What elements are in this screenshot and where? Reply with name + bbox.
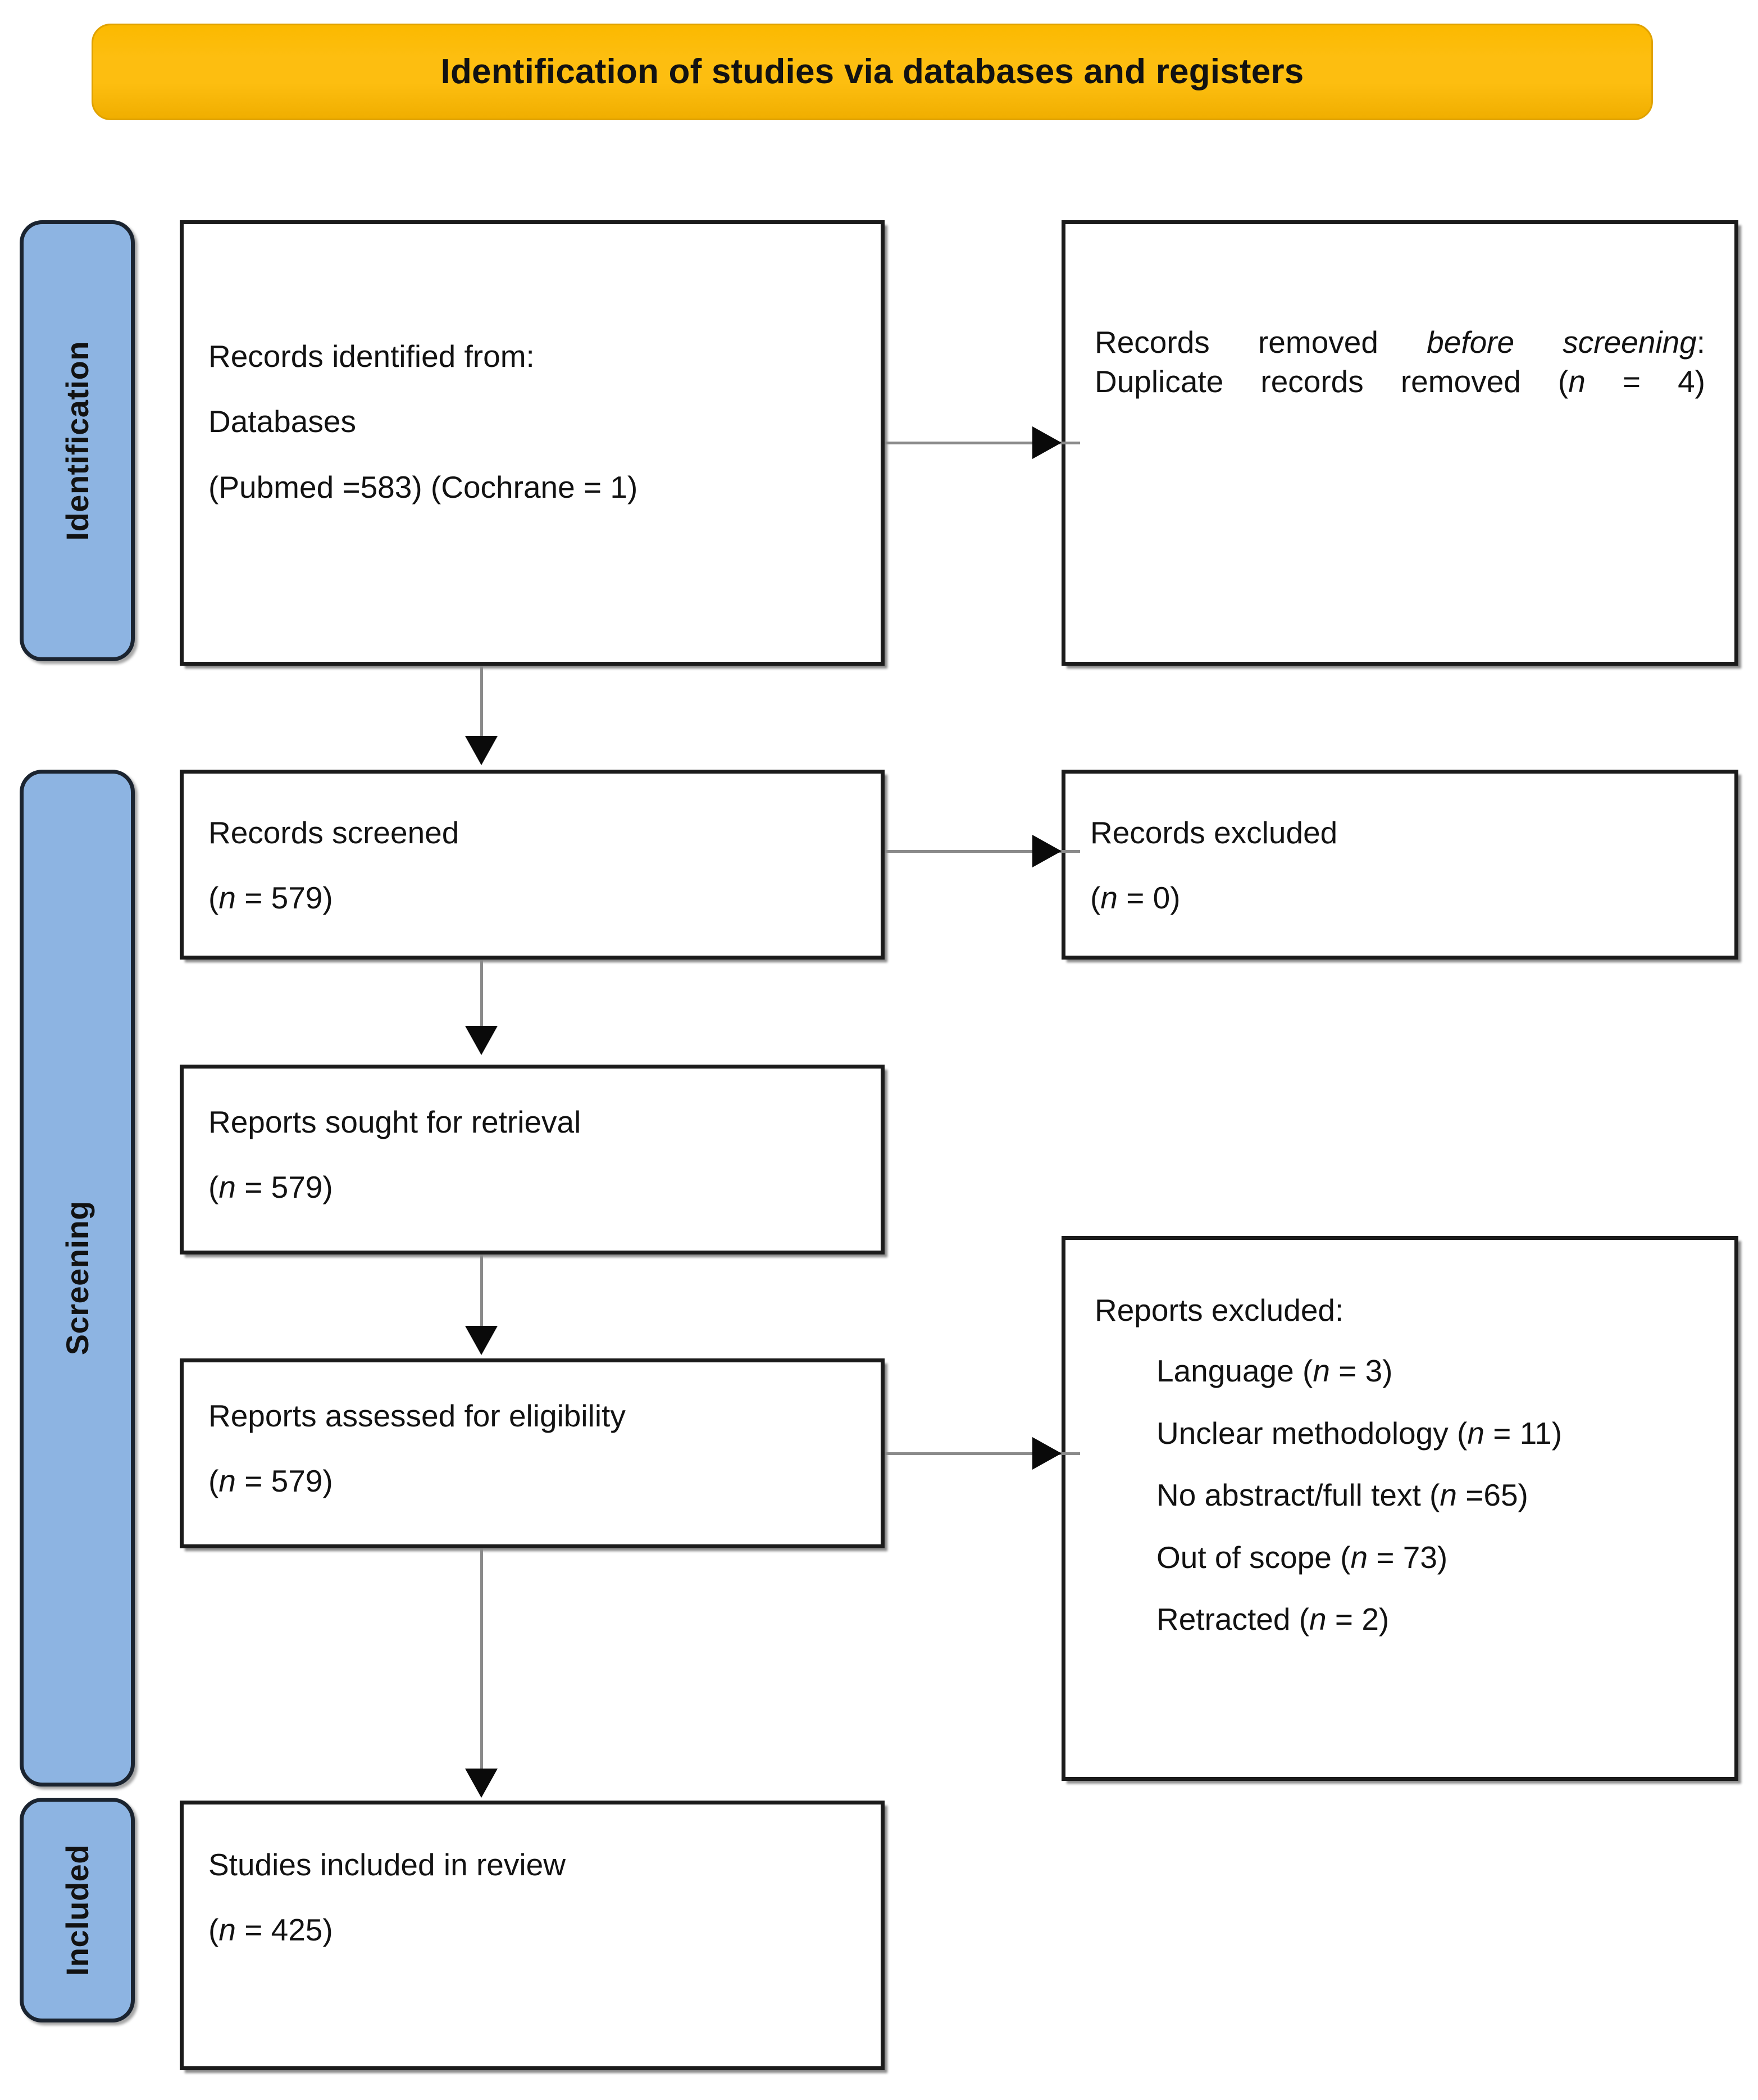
box-records-identified: Records identified from: Databases (Pubm… — [180, 220, 885, 666]
records-identified-line-1: Records identified from: — [208, 339, 535, 374]
records-identified-line-2: Databases — [208, 404, 356, 439]
arrow-screened-to-sought-head — [465, 1026, 498, 1055]
stage-label-identification: Identification — [60, 340, 95, 541]
diagram-header-banner: Identification of studies via databases … — [92, 24, 1653, 120]
arrow-identified-to-screened-head — [465, 736, 498, 765]
reports-excluded-reason-retracted: Retracted (n = 2) — [1156, 1601, 1390, 1637]
reports-excluded-reason-out-of-scope: Out of scope (n = 73) — [1156, 1539, 1448, 1575]
reports-assessed-count: (n = 579) — [208, 1463, 333, 1499]
reports-excluded-reason-unclear-methodology: Unclear methodology (n = 11) — [1156, 1415, 1563, 1451]
box-reports-assessed: Reports assessed for eligibility (n = 57… — [180, 1358, 885, 1548]
arrow-screened-to-excluded-head — [1032, 835, 1062, 867]
reports-excluded-reason-language: Language (n = 3) — [1156, 1353, 1393, 1389]
records-removed-paragraph: Records removed before screening: Duplic… — [1095, 325, 1706, 399]
reports-excluded-reason-no-abstract: No abstract/full text (n =65) — [1156, 1478, 1528, 1513]
stage-pill-screening: Screening — [20, 770, 135, 1787]
arrow-assessed-to-included-head — [465, 1769, 498, 1798]
box-studies-included: Studies included in review (n = 425) — [180, 1801, 885, 2070]
reports-excluded-title: Reports excluded: — [1095, 1293, 1344, 1328]
connector-screened-to-excluded — [885, 850, 1080, 853]
box-reports-excluded: Reports excluded: Language (n = 3) Uncle… — [1062, 1236, 1738, 1781]
box-records-screened: Records screened (n = 579) — [180, 770, 885, 960]
connector-screened-to-sought — [480, 960, 483, 1030]
stage-label-screening: Screening — [60, 1201, 95, 1356]
stage-pill-identification: Identification — [20, 220, 135, 661]
reports-assessed-label: Reports assessed for eligibility — [208, 1398, 626, 1433]
box-records-excluded: Records excluded (n = 0) — [1062, 770, 1738, 960]
reports-sought-label: Reports sought for retrieval — [208, 1104, 581, 1139]
connector-assessed-to-included — [480, 1548, 483, 1773]
stage-label-included: Included — [60, 1844, 95, 1976]
connector-sought-to-assessed — [480, 1254, 483, 1330]
records-excluded-label: Records excluded — [1090, 815, 1338, 850]
page-title: Identification of studies via databases … — [440, 52, 1304, 91]
box-reports-sought: Reports sought for retrieval (n = 579) — [180, 1065, 885, 1254]
arrow-sought-to-assessed-head — [465, 1326, 498, 1355]
box-records-removed: Records removed before screening: Duplic… — [1062, 220, 1738, 666]
records-identified-line-3: (Pubmed =583) (Cochrane = 1) — [208, 469, 638, 504]
studies-included-label: Studies included in review — [208, 1847, 566, 1882]
reports-sought-count: (n = 579) — [208, 1170, 333, 1205]
arrow-assessed-to-reports-excluded-head — [1032, 1437, 1062, 1470]
connector-identified-to-removed — [885, 442, 1080, 444]
connector-identified-to-screened — [480, 666, 483, 740]
arrow-identified-to-removed-head — [1032, 426, 1062, 459]
connector-assessed-to-reports-excluded — [885, 1452, 1080, 1455]
records-excluded-count: (n = 0) — [1090, 880, 1181, 916]
stage-pill-included: Included — [20, 1798, 135, 2022]
studies-included-count: (n = 425) — [208, 1912, 333, 1948]
records-screened-count: (n = 579) — [208, 880, 333, 916]
records-screened-label: Records screened — [208, 815, 459, 850]
